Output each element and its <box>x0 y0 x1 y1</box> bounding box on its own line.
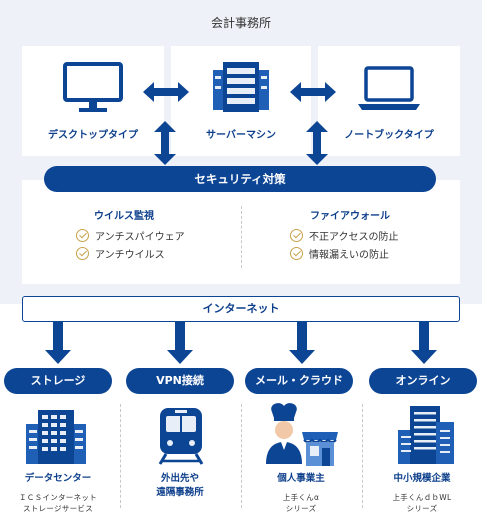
service-name: 個人事業主 <box>277 473 325 484</box>
double-arrow-icon <box>290 82 336 102</box>
list-item: 情報漏えいの防止 <box>290 244 399 262</box>
shop-owner-icon <box>266 403 338 466</box>
device-card-laptop: ノートブックタイプ <box>318 46 460 156</box>
laptop-icon <box>358 66 420 110</box>
service-name: データセンター <box>24 473 92 484</box>
virus-monitoring-list: アンチスパイウェア アンチウイルス <box>76 226 185 262</box>
office-building-icon <box>398 406 454 464</box>
device-label-server: サーバーマシン <box>206 130 276 141</box>
category-mail-cloud: メール・クラウド <box>245 368 353 394</box>
divider <box>241 206 242 268</box>
double-arrow-icon <box>143 82 189 102</box>
office-title: 会計事務所 <box>210 16 271 30</box>
service-name: 中小規模企業 <box>393 473 451 484</box>
divider <box>241 404 242 508</box>
down-arrow-icon <box>289 322 315 364</box>
service-sub: ＩＣＳインターネット <box>19 493 97 502</box>
data-center-icon <box>26 410 86 464</box>
service-sub: ストレージサービス <box>22 504 94 513</box>
vertical-double-arrow-icon <box>154 121 176 165</box>
service-sub: 上手くんα <box>282 493 320 502</box>
vertical-double-arrow-icon <box>306 121 328 165</box>
divider <box>362 404 363 508</box>
service-sub: シリーズ <box>285 504 317 513</box>
service-sub: 上手くんｄｂWL <box>392 493 452 502</box>
category-storage: ストレージ <box>4 368 112 394</box>
list-item: 不正アクセスの防止 <box>290 226 399 244</box>
service-sub: シリーズ <box>406 504 438 513</box>
down-arrow-icon <box>411 322 437 364</box>
category-online: オンライン <box>369 368 477 394</box>
device-card-desktop: デスクトップタイプ <box>22 46 164 156</box>
check-icon <box>290 246 303 260</box>
divider <box>120 404 121 508</box>
device-label-laptop: ノートブックタイプ <box>344 130 434 141</box>
internet-bar: インターネット <box>22 296 460 322</box>
service-name: 遠隔事務所 <box>156 487 204 498</box>
down-arrow-icon <box>45 322 71 364</box>
list-item: アンチスパイウェア <box>76 226 185 244</box>
desktop-monitor-icon <box>63 62 123 112</box>
firewall-list: 不正アクセスの防止 情報漏えいの防止 <box>290 226 399 262</box>
check-icon <box>76 228 89 242</box>
down-arrow-icon <box>167 322 193 364</box>
virus-monitoring-title: ウイルス監視 <box>94 211 154 222</box>
device-label-desktop: デスクトップタイプ <box>48 130 138 141</box>
security-title-bar: セキュリティ対策 <box>44 166 436 192</box>
check-icon <box>76 246 89 260</box>
check-icon <box>290 228 303 242</box>
service-name: 外出先や <box>160 473 199 484</box>
list-item: アンチウイルス <box>76 244 185 262</box>
category-vpn: VPN接続 <box>126 368 234 394</box>
device-card-server: サーバーマシン <box>171 46 311 156</box>
firewall-title: ファイアウォール <box>310 211 390 222</box>
train-icon <box>158 408 204 465</box>
server-rack-icon <box>213 62 269 112</box>
